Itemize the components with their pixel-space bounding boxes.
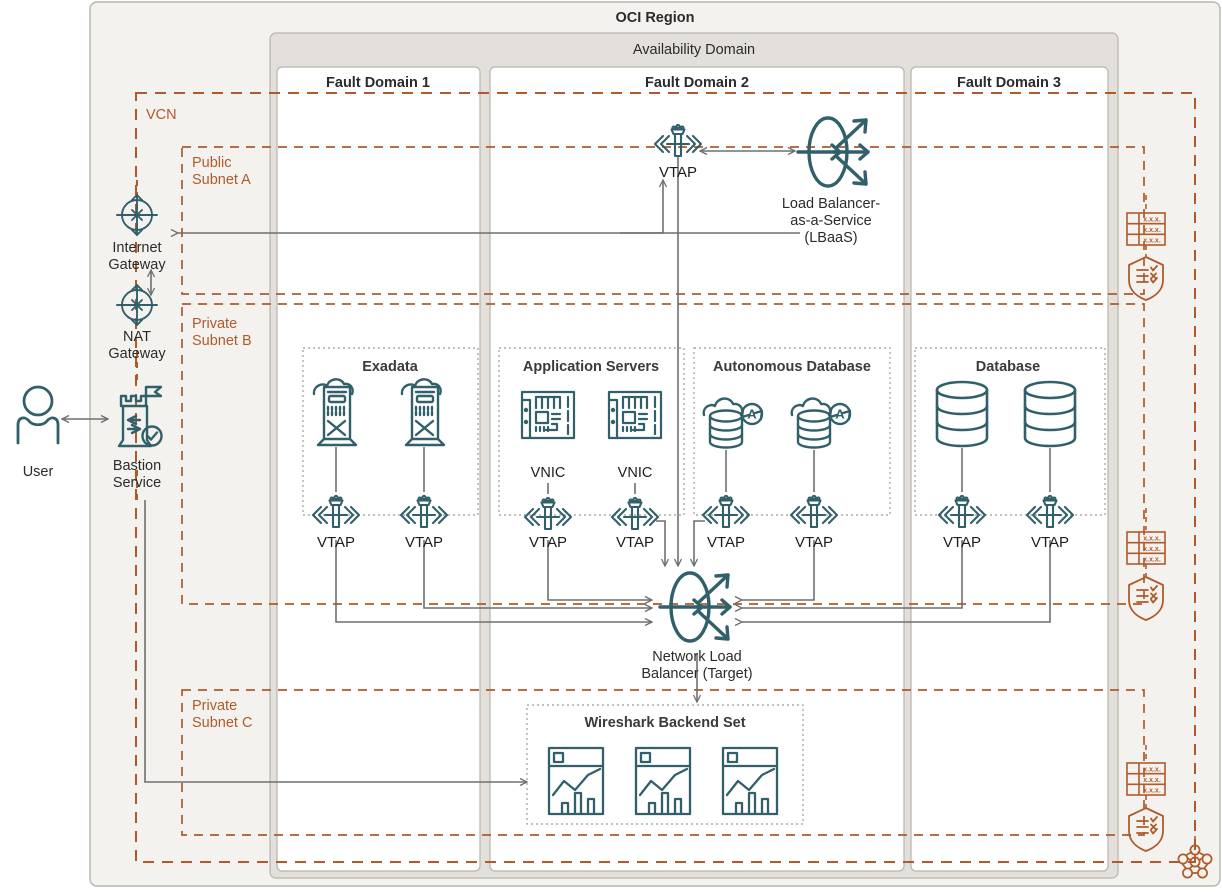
line-adb-vtap1-to-nlb: [694, 520, 705, 566]
private-subnet-c-label-line2: Subnet C: [192, 715, 252, 731]
vnic-label-1: VNIC: [531, 465, 566, 481]
group-exadata-title: Exadata: [362, 359, 419, 375]
group-exadata: Exadata: [302, 347, 479, 516]
bastion-label-line2: Service: [113, 475, 161, 491]
internet-gateway-label-line2: Gateway: [108, 257, 166, 273]
vtap-row-private-b: VTAP VTAP VTAP VTAP VTAP VTAP VTAP VTAP: [311, 494, 1075, 551]
line-exadata-vtap1-to-nlb: [335, 540, 652, 622]
service-cluster: [1177, 836, 1213, 879]
group-database-title: Database: [976, 359, 1040, 375]
bastion-service: Bastion Service: [113, 385, 163, 491]
line-database-vtap2-to-nlb: [742, 540, 1051, 622]
fault-domain-2-label: Fault Domain 2: [645, 75, 749, 91]
security-list-private-c: [1128, 795, 1164, 852]
wireshark-backend-set: Wireshark Backend Set: [526, 704, 804, 825]
line-bastion-to-wireshark: [144, 500, 527, 782]
availability-domain-label: Availability Domain: [633, 42, 755, 58]
user-icon: [16, 385, 60, 445]
public-subnet-a-label-line1: Public: [192, 155, 232, 171]
vnic-label-2: VNIC: [618, 465, 653, 481]
nat-gateway: NAT Gateway: [108, 284, 166, 362]
vtap-label-exadata-1: VTAP: [317, 534, 355, 551]
nat-gateway-label-line2: Gateway: [108, 346, 166, 362]
page-title: OCI Region: [616, 10, 695, 26]
vtap-label-adb-1: VTAP: [707, 534, 745, 551]
private-subnet-c-label-line1: Private: [192, 698, 237, 714]
group-application-servers-title: Application Servers: [523, 359, 659, 375]
private-subnet-b-boundary: Private Subnet B: [181, 303, 1145, 605]
wireshark-title: Wireshark Backend Set: [584, 715, 745, 731]
fault-domain-3: Fault Domain 3: [910, 66, 1109, 872]
line-exadata-vtap2-to-nlb: [423, 540, 652, 608]
network-load-balancer: Network Load Balancer (Target): [641, 571, 753, 682]
private-subnet-b-label-line2: Subnet B: [192, 333, 252, 349]
line-adb-vtap2-to-nlb: [742, 540, 815, 600]
user-actor: User: [16, 385, 60, 480]
group-database: Database: [914, 347, 1106, 516]
vtap-label-database-2: VTAP: [1031, 534, 1069, 551]
user-label: User: [23, 464, 54, 480]
vtap-label-adb-2: VTAP: [795, 534, 833, 551]
security-list-public-a: [1128, 245, 1164, 301]
internet-gateway: Internet Gateway: [108, 194, 166, 273]
vtap-label-public: VTAP: [659, 164, 697, 181]
lbaas-label-line3: (LBaaS): [804, 230, 857, 246]
route-table-private-b: [1126, 508, 1166, 565]
nlb-label-line2: Balancer (Target): [641, 666, 752, 682]
security-list-private-b: [1128, 564, 1164, 621]
lbaas-label-line1: Load Balancer-: [782, 196, 881, 212]
bastion-label-line1: Bastion: [113, 458, 161, 474]
vtap-label-appsrv-2: VTAP: [616, 534, 654, 551]
fault-domain-1: Fault Domain 1: [276, 66, 481, 872]
line-database-vtap1-to-nlb: [742, 540, 963, 608]
lbaas-label-line2: as-a-Service: [790, 213, 871, 229]
vtap-label-database-1: VTAP: [943, 534, 981, 551]
fault-domain-1-label: Fault Domain 1: [326, 75, 430, 91]
line-igw-to-public-vtap: [620, 180, 663, 234]
private-subnet-b-label-line1: Private: [192, 316, 237, 332]
group-autonomous-database-title: Autonomous Database: [713, 359, 871, 375]
route-table-public-a: [1126, 195, 1166, 246]
group-application-servers: Application Servers VNIC VNIC: [498, 347, 685, 516]
vtap-public-subnet: VTAP: [653, 123, 703, 181]
line-appsrv-vtap2-to-nlb: [656, 520, 665, 566]
line-appsrv-vtap1-to-nlb: [547, 540, 652, 600]
vcn-label: VCN: [146, 107, 177, 123]
vtap-label-appsrv-1: VTAP: [529, 534, 567, 551]
load-balancer-as-a-service: Load Balancer- as-a-Service (LBaaS): [782, 116, 881, 246]
internet-gateway-label-line1: Internet: [112, 240, 161, 256]
fault-domain-3-label: Fault Domain 3: [957, 75, 1061, 91]
nat-gateway-label-line1: NAT: [123, 329, 151, 345]
nlb-label-line1: Network Load: [652, 649, 741, 665]
vtap-label-exadata-2: VTAP: [405, 534, 443, 551]
public-subnet-a-label-line2: Subnet A: [192, 172, 251, 188]
route-table-private-c: [1126, 745, 1166, 796]
connection-lines: [62, 151, 1051, 782]
fault-domain-2: Fault Domain 2: [489, 66, 905, 872]
vcn-boundary: VCN: [135, 92, 1196, 863]
private-subnet-c-boundary: Private Subnet C: [181, 689, 1145, 836]
